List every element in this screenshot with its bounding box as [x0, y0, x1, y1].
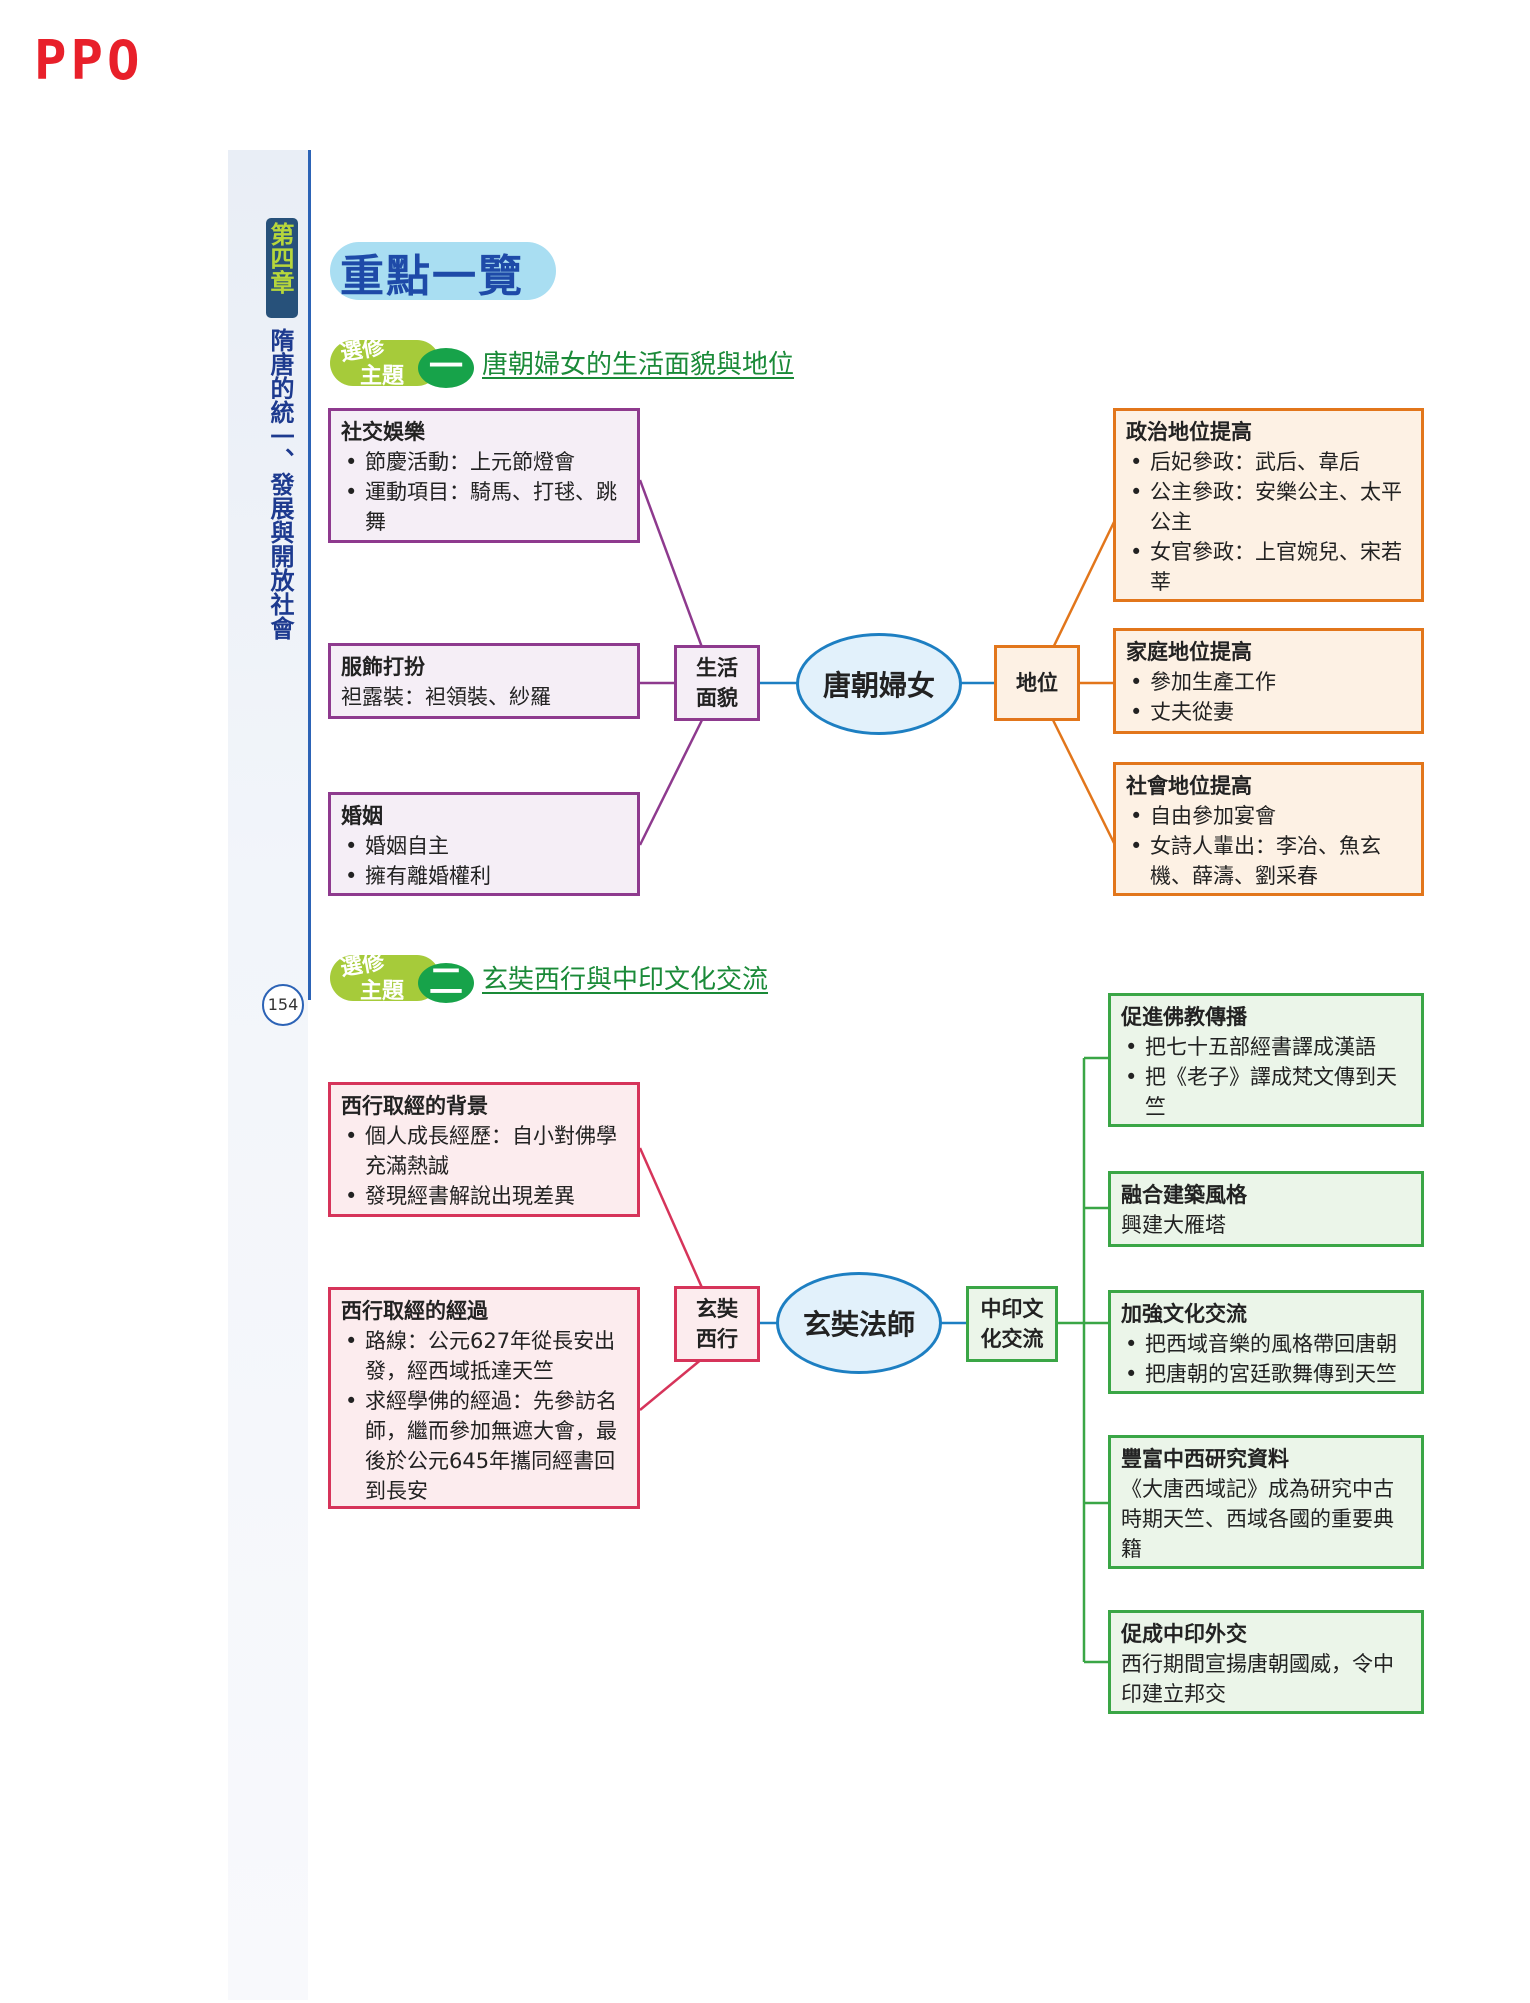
box-text: 西行期間宣揚唐朝國威，令中印建立邦交 — [1121, 1652, 1394, 1706]
topic2-right-box-architecture: 融合建築風格 興建大雁塔 — [1108, 1171, 1424, 1247]
box-item: 女詩人輩出：李冶、魚玄機、薛濤、劉采春 — [1130, 831, 1411, 891]
box-item: 擁有離婚權利 — [345, 861, 627, 891]
topic1-left-box-marriage: 婚姻 婚姻自主 擁有離婚權利 — [328, 792, 640, 896]
topic2-header: 選修 主題 二 玄奘西行與中印文化交流 — [330, 945, 850, 1015]
box-title: 促成中印外交 — [1121, 1622, 1247, 1646]
box-item: 個人成長經歷：自小對佛學充滿熱誠 — [345, 1121, 627, 1181]
topic2-number: 二 — [418, 963, 474, 1003]
box-item: 后妃參政：武后、韋后 — [1130, 447, 1411, 477]
box-item: 把西域音樂的風格帶回唐朝 — [1125, 1329, 1411, 1359]
box-text: 《大唐西域記》成為研究中古時期天竺、西域各國的重要典籍 — [1121, 1477, 1394, 1561]
topic1-left-box-dress: 服飾打扮 袒露裝：袒領裝、紗羅 — [328, 643, 640, 719]
topic1-center: 唐朝婦女 — [796, 633, 962, 735]
topic2-left-box-background: 西行取經的背景 個人成長經歷：自小對佛學充滿熱誠 發現經書解說出現差異 — [328, 1082, 640, 1217]
heading-text: 重點一覽 — [340, 251, 524, 302]
box-title: 融合建築風格 — [1121, 1183, 1247, 1207]
topic2-left-box-journey: 西行取經的經過 路線：公元627年從長安出發，經西域抵達天竺 求經學佛的經過：先… — [328, 1287, 640, 1509]
heading-cloud — [330, 242, 556, 300]
box-item: 運動項目：騎馬、打毬、跳舞 — [345, 477, 627, 537]
topic1-right-box-politics: 政治地位提高 后妃參政：武后、韋后 公主參政：安樂公主、太平公主 女官參政：上官… — [1113, 408, 1424, 602]
box-title: 社會地位提高 — [1126, 774, 1252, 798]
sidebar-rule — [308, 150, 311, 1000]
box-item: 節慶活動：上元節燈會 — [345, 447, 627, 477]
topic1-right-connectors — [1050, 519, 1117, 846]
topic1-left-box-social: 社交娛樂 節慶活動：上元節燈會 運動項目：騎馬、打毬、跳舞 — [328, 408, 640, 543]
topic1-number: 一 — [418, 348, 474, 388]
topic1-header: 選修 主題 一 唐朝婦女的生活面貌與地位 — [330, 330, 850, 400]
page-number: 154 — [262, 984, 304, 1026]
box-title: 政治地位提高 — [1126, 420, 1252, 444]
topic2-right-box-culture: 加強文化交流 把西域音樂的風格帶回唐朝 把唐朝的宮廷歌舞傳到天竺 — [1108, 1290, 1424, 1394]
box-title: 加強文化交流 — [1121, 1302, 1247, 1326]
box-item: 婚姻自主 — [345, 831, 627, 861]
topic1-right-box-family: 家庭地位提高 參加生產工作 丈夫從妻 — [1113, 628, 1424, 734]
box-title: 婚姻 — [341, 804, 383, 828]
box-item: 路線：公元627年從長安出發，經西域抵達天竺 — [345, 1326, 627, 1386]
topic2-right-connectors — [1058, 1056, 1110, 1664]
topic1-right-box-society: 社會地位提高 自由參加宴會 女詩人輩出：李冶、魚玄機、薛濤、劉采春 — [1113, 762, 1424, 896]
chapter-badge — [266, 218, 298, 318]
topic2-tag-line2: 主題 — [360, 979, 405, 1004]
box-item: 女官參政：上官婉兒、宋若莘 — [1130, 537, 1411, 597]
box-text: 袒露裝：袒領裝、紗羅 — [341, 685, 551, 709]
box-title: 社交娛樂 — [341, 420, 425, 444]
topic1-left-hub: 生活 面貌 — [674, 645, 760, 721]
box-title: 豐富中西研究資料 — [1121, 1447, 1289, 1471]
box-item: 丈夫從妻 — [1130, 697, 1411, 727]
publisher-logo: PPO — [34, 29, 144, 92]
chapter-title: 隋唐的統一、發展與開放社會 — [266, 328, 295, 640]
box-title: 促進佛教傳播 — [1121, 1005, 1247, 1029]
box-title: 西行取經的背景 — [341, 1094, 488, 1118]
topic2-center: 玄奘法師 — [776, 1272, 942, 1374]
box-item: 把《老子》譯成梵文傳到天竺 — [1125, 1062, 1411, 1122]
box-title: 家庭地位提高 — [1126, 640, 1252, 664]
topic2-left-connectors — [638, 1147, 705, 1411]
chapter-label: 第四章 — [266, 222, 295, 294]
box-item: 把七十五部經書譯成漢語 — [1125, 1032, 1411, 1062]
box-item: 把唐朝的宮廷歌舞傳到天竺 — [1125, 1359, 1411, 1389]
section-heading: 重點一覽 — [330, 238, 560, 304]
box-title: 西行取經的經過 — [341, 1299, 488, 1323]
topic2-right-box-diplomacy: 促成中印外交 西行期間宣揚唐朝國威，令中印建立邦交 — [1108, 1610, 1424, 1714]
topic1-title: 唐朝婦女的生活面貌與地位 — [482, 350, 795, 380]
topic1-tag-line2: 主題 — [360, 364, 405, 389]
box-text: 興建大雁塔 — [1121, 1213, 1226, 1237]
sidebar-background — [228, 150, 308, 2000]
topic2-right-box-research: 豐富中西研究資料 《大唐西域記》成為研究中古時期天竺、西域各國的重要典籍 — [1108, 1435, 1424, 1569]
box-item: 發現經書解說出現差異 — [345, 1181, 627, 1211]
topic2-right-box-buddhism: 促進佛教傳播 把七十五部經書譯成漢語 把《老子》譯成梵文傳到天竺 — [1108, 993, 1424, 1127]
box-item: 公主參政：安樂公主、太平公主 — [1130, 477, 1411, 537]
box-item: 自由參加宴會 — [1130, 801, 1411, 831]
topic1-left-connectors — [638, 479, 705, 846]
topic2-left-hub: 玄奘 西行 — [674, 1286, 760, 1362]
box-title: 服飾打扮 — [341, 655, 425, 679]
box-item: 參加生產工作 — [1130, 667, 1411, 697]
topic2-title: 玄奘西行與中印文化交流 — [482, 965, 769, 995]
box-item: 求經學佛的經過：先參訪名師，繼而參加無遮大會，最後於公元645年攜同經書回到長安 — [345, 1386, 627, 1506]
topic1-right-hub: 地位 — [994, 645, 1080, 721]
topic2-right-hub: 中印文 化交流 — [966, 1286, 1058, 1362]
